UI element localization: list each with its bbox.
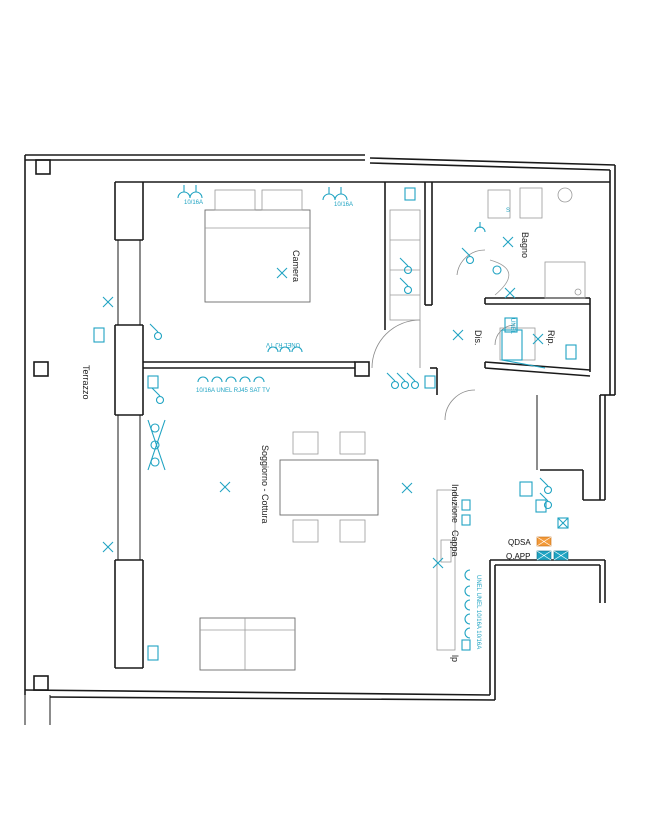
kitchen-socket-strip xyxy=(464,569,471,639)
light-point-soggiorno-2 xyxy=(401,482,413,494)
light-point-soggiorno-1 xyxy=(219,481,231,493)
light-point-kitchen xyxy=(432,557,444,569)
kitchen-label-cappa: Cappa xyxy=(450,530,460,557)
room-label-bagno: Bagno xyxy=(520,232,530,258)
doors xyxy=(371,249,516,421)
intercom xyxy=(519,481,533,497)
socket-block-soggiorno-top xyxy=(197,376,265,383)
furniture xyxy=(199,187,586,671)
camera-socket-left-label: 10/16A xyxy=(184,200,203,206)
switch-bagno xyxy=(461,247,475,265)
rip-unel-label: UNEL xyxy=(509,318,515,335)
room-label-terrazzo: Terrazzo xyxy=(81,365,91,400)
box-soggiorno-bottom xyxy=(147,645,159,661)
switch-dis-1 xyxy=(386,372,400,390)
switch-entrance-1 xyxy=(539,477,553,495)
bagno-fan xyxy=(492,265,502,275)
kitchen-label-lp: lp xyxy=(450,655,460,662)
box-dis-unel xyxy=(424,375,436,389)
light-point-terrace-1 xyxy=(102,296,114,308)
box-soggiorno-unel xyxy=(147,375,159,389)
box-rip-unel xyxy=(504,317,518,333)
room-labels: Terrazzo Camera Bagno Dis. Rip. Soggiorn… xyxy=(81,232,556,662)
socket-camera-left xyxy=(177,185,203,199)
switch-camera-door-2 xyxy=(399,277,413,295)
electrical-symbols xyxy=(93,185,577,661)
kitchen-strip-label: UNEL UNEL 10/16A 10/16A xyxy=(475,575,481,649)
camera-socket-right-label: 10/16A xyxy=(334,202,353,208)
light-point-rip xyxy=(532,333,544,345)
socket-block-camera-bottom xyxy=(267,346,303,353)
terrace-wall xyxy=(114,181,144,669)
room-label-dis: Dis. xyxy=(473,330,483,346)
light-point-bagno xyxy=(502,236,514,248)
box-rip-right xyxy=(565,344,577,360)
box-lp xyxy=(461,639,471,651)
electrical-panels: QDSA Q.APP xyxy=(506,536,569,561)
room-label-soggiorno: Soggiorno - Cottura xyxy=(260,445,270,524)
switch-dis-3 xyxy=(406,372,420,390)
box-cappa xyxy=(461,514,471,526)
room-label-rip: Rip. xyxy=(546,330,556,346)
bagno-socket xyxy=(474,222,486,233)
switch-soggiorno-1 xyxy=(151,387,165,405)
light-point-camera xyxy=(276,267,288,279)
deviator-soggiorno xyxy=(147,419,166,471)
room-label-camera: Camera xyxy=(291,250,301,282)
interior-walls xyxy=(143,181,610,500)
switch-dis-2 xyxy=(396,372,410,390)
electrical-labels: 10/16A 10/16A UNEL RJ TV 10/16A UNEL RJ4… xyxy=(184,200,515,649)
box-induzione xyxy=(461,499,471,511)
qdsa-label: QDSA xyxy=(508,538,531,547)
qapp-label: Q.APP xyxy=(506,552,530,561)
kitchen-label-induzione: Induzione xyxy=(450,484,460,523)
light-point-dis xyxy=(452,329,464,341)
box-camera-unel xyxy=(404,187,416,201)
box-terrace xyxy=(93,327,105,343)
box-entrance xyxy=(557,517,569,529)
light-point-terrace-2 xyxy=(102,541,114,553)
switch-entrance-2 xyxy=(539,492,553,510)
switch-terrace xyxy=(149,323,163,341)
camera-wall-block-label: UNEL RJ TV xyxy=(266,341,300,347)
boiler xyxy=(501,329,523,361)
soggiorno-wall-block-label: 10/16A UNEL RJ45 SAT TV xyxy=(196,388,270,394)
socket-camera-right xyxy=(322,187,348,201)
entrance-box-2 xyxy=(535,499,547,513)
bagno-s-label: S xyxy=(506,208,510,214)
switch-camera-door xyxy=(399,257,413,275)
